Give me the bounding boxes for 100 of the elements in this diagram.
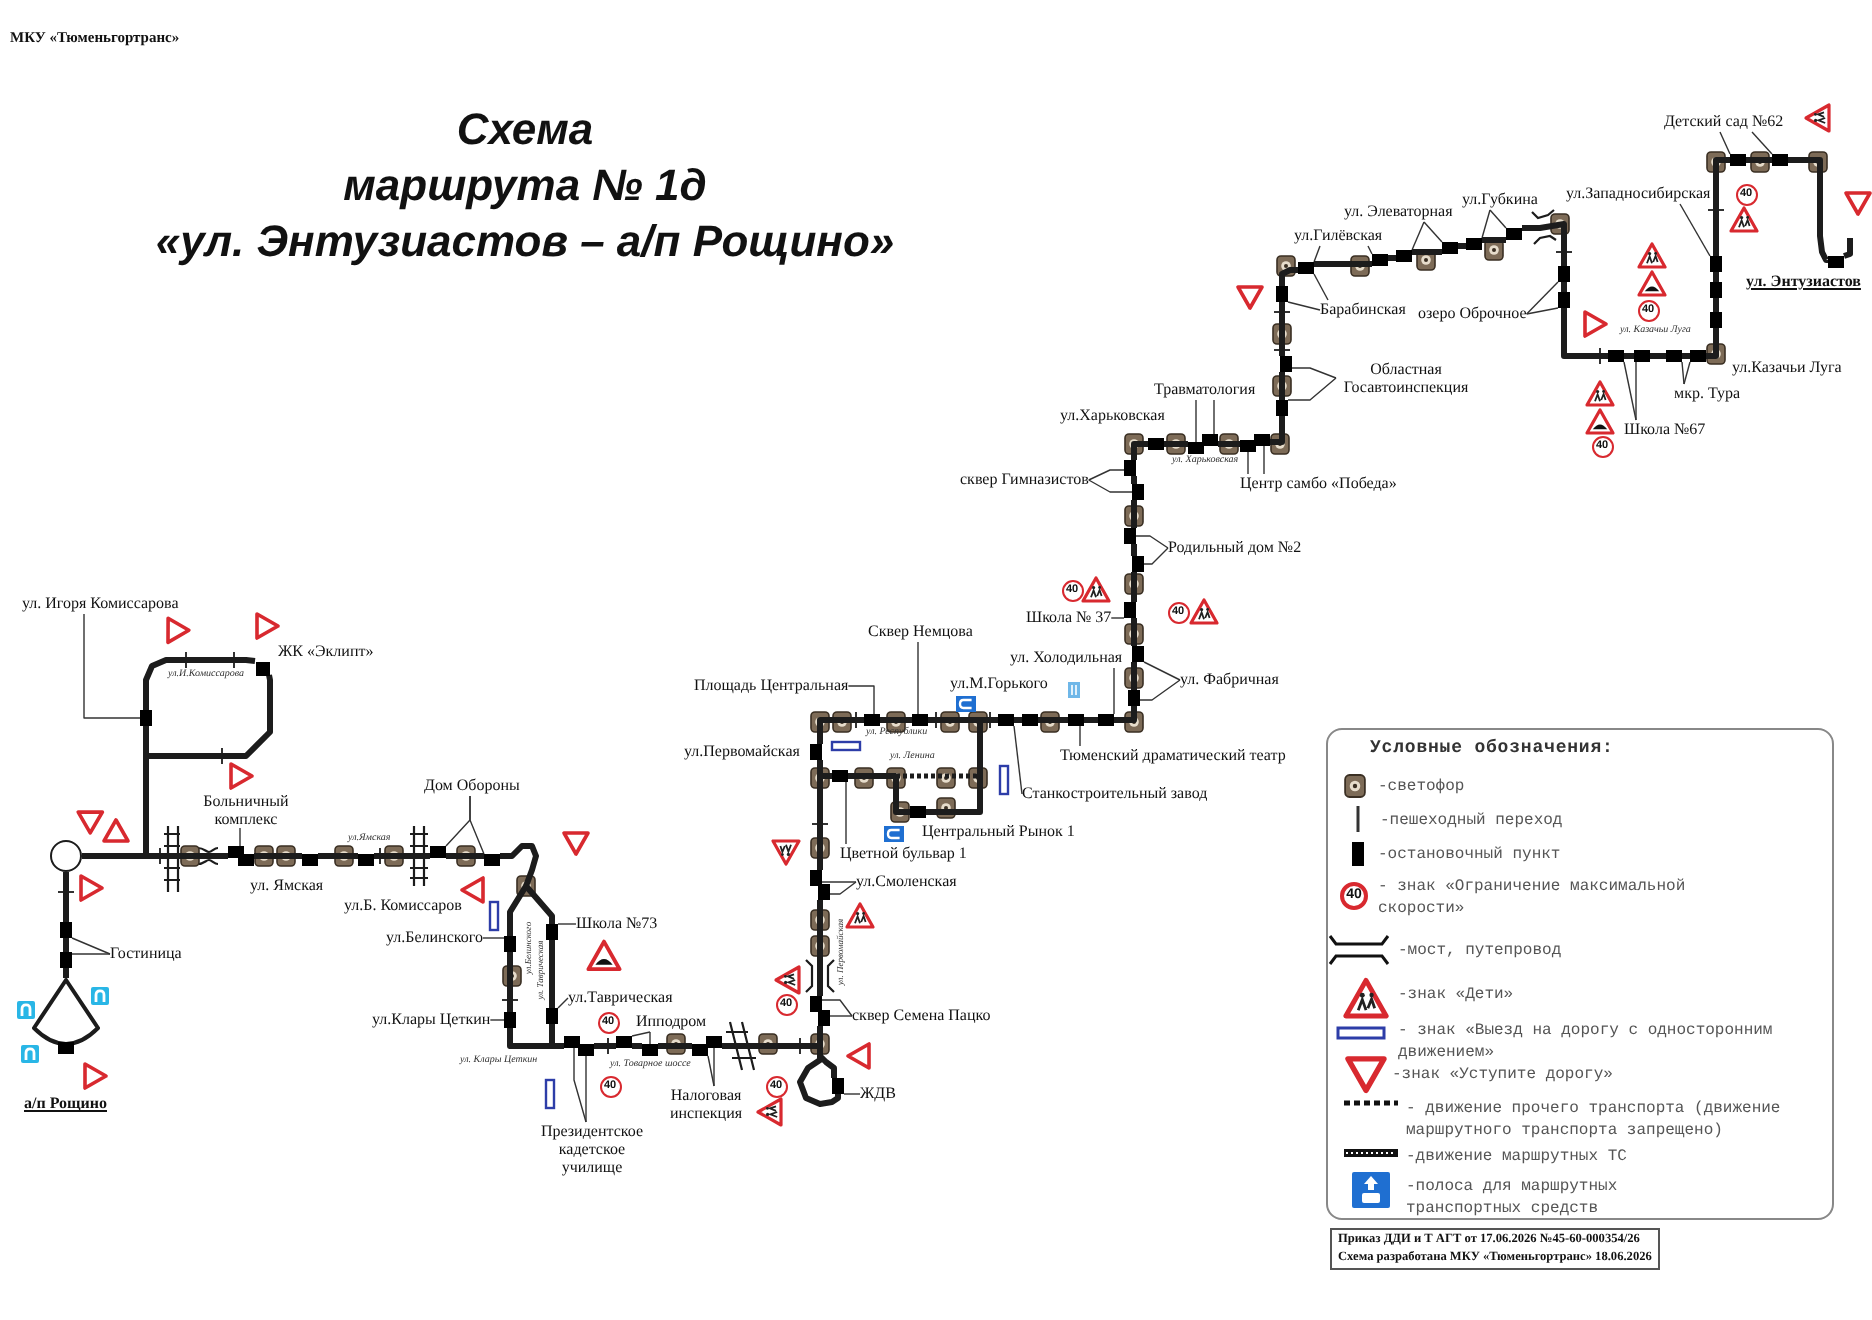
route-line (549, 940, 555, 1008)
leader-line (1423, 221, 1443, 243)
route-line (1713, 272, 1719, 282)
stop-marker (1396, 250, 1412, 262)
route-line (549, 1024, 555, 1046)
stop-marker (1188, 442, 1204, 454)
leader-line (1411, 221, 1425, 251)
leader-line (469, 795, 485, 855)
stop-marker (504, 1012, 516, 1028)
leader-line (707, 1055, 715, 1087)
route-line (817, 1026, 837, 1078)
leader-line (1681, 361, 1685, 385)
route-line (1131, 476, 1137, 484)
stop-marker (255, 661, 269, 675)
route-line (446, 853, 484, 859)
stop-label: Станкостроительный завод (1022, 784, 1208, 804)
stop-marker (1730, 154, 1746, 166)
stop-marker (1124, 460, 1136, 476)
stop-label: ул.Таврическая (568, 988, 673, 1008)
stop-marker (1828, 256, 1844, 268)
stop-marker (58, 1042, 74, 1054)
leader-line (1139, 679, 1181, 701)
stop-marker (1132, 484, 1144, 500)
stop-label: сквер Семена Пацко (852, 1006, 991, 1026)
stop-marker (1608, 350, 1624, 362)
route-line (848, 773, 896, 779)
stop-marker (1634, 350, 1650, 362)
stop-marker (692, 1044, 708, 1056)
leader-line (845, 781, 847, 845)
leader-line (1635, 361, 1637, 421)
stop-label: Центральный Рынок 1 (922, 822, 1075, 842)
route-line (1682, 353, 1690, 359)
stop-label: Тюменский драматический театр (1060, 746, 1286, 766)
leader-line (649, 1031, 651, 1045)
legend-text: -пешеходный переход (1380, 810, 1563, 832)
route-line (318, 853, 358, 859)
stop-marker (1022, 714, 1038, 726)
stop-marker (1666, 350, 1682, 362)
route-line (1131, 572, 1137, 602)
route-line (880, 717, 912, 723)
legend-text: -движение маршрутных ТС (1406, 1146, 1627, 1168)
route-line (1482, 237, 1506, 243)
stop-label: Школа №67 (1624, 420, 1706, 440)
stop-marker (1690, 350, 1706, 362)
leader-line (1683, 361, 1691, 385)
note-box (1330, 1228, 1660, 1270)
stop-label: ЖДВ (860, 1084, 896, 1104)
route-line (1522, 221, 1567, 266)
leader-line (1623, 361, 1637, 421)
stop-label: ул.Западносибирская (1566, 184, 1711, 204)
stop-marker (1124, 528, 1136, 544)
stop-label: ул. Игоря Комиссарова (22, 594, 179, 614)
route-line (1388, 255, 1396, 261)
leader-line (821, 999, 853, 1017)
leader-line (1489, 209, 1507, 229)
stop-marker (504, 936, 516, 952)
leader-line (573, 1047, 587, 1123)
stop-marker (818, 1010, 830, 1026)
stop-marker (60, 922, 72, 938)
stop-label: ул. Холодильная (1010, 648, 1123, 668)
leader-line (821, 881, 857, 883)
leader-line (829, 881, 857, 895)
leader-line (1135, 535, 1169, 549)
leader-line (1287, 301, 1321, 311)
route-line (817, 900, 823, 996)
stop-label: Больничный комплекс (194, 792, 298, 828)
leader-line (1113, 667, 1115, 715)
stop-marker (1558, 292, 1570, 308)
stop-marker (864, 714, 880, 726)
stop-marker (1372, 254, 1388, 266)
route-line (1279, 372, 1285, 400)
route-line (1746, 157, 1772, 163)
stop-marker (1098, 714, 1114, 726)
leader-line (1525, 307, 1559, 315)
stop-marker (1710, 282, 1722, 298)
stop-label: ул.Губкина (1462, 190, 1538, 210)
stop-marker (1466, 238, 1482, 250)
stop-marker (1772, 154, 1788, 166)
stop-label: озеро Оброчное (1418, 304, 1527, 324)
stop-marker (1442, 242, 1458, 254)
route-line (893, 776, 910, 815)
stop-label: Площадь Центральная (694, 676, 849, 696)
stop-label: ул.Первомайская (684, 742, 800, 762)
stop-label: Цветной бульвар 1 (840, 844, 967, 864)
route-line (146, 853, 228, 859)
stop-marker (832, 770, 848, 782)
stop-marker (1240, 440, 1256, 452)
route-line (1561, 282, 1567, 292)
route-line (146, 674, 273, 759)
stop-marker (810, 996, 822, 1012)
stop-label: ул.Харьковская (1060, 406, 1165, 426)
leader-line (1679, 203, 1711, 257)
stop-label: Налоговая инспекция (660, 1086, 752, 1122)
route-line (1218, 441, 1240, 447)
stop-marker (832, 1078, 844, 1094)
stop-marker (818, 884, 830, 900)
route-line (1624, 353, 1634, 359)
route-line (926, 776, 983, 815)
stop-label: ул. Элеваторная (1344, 202, 1453, 222)
route-line (1114, 706, 1137, 723)
